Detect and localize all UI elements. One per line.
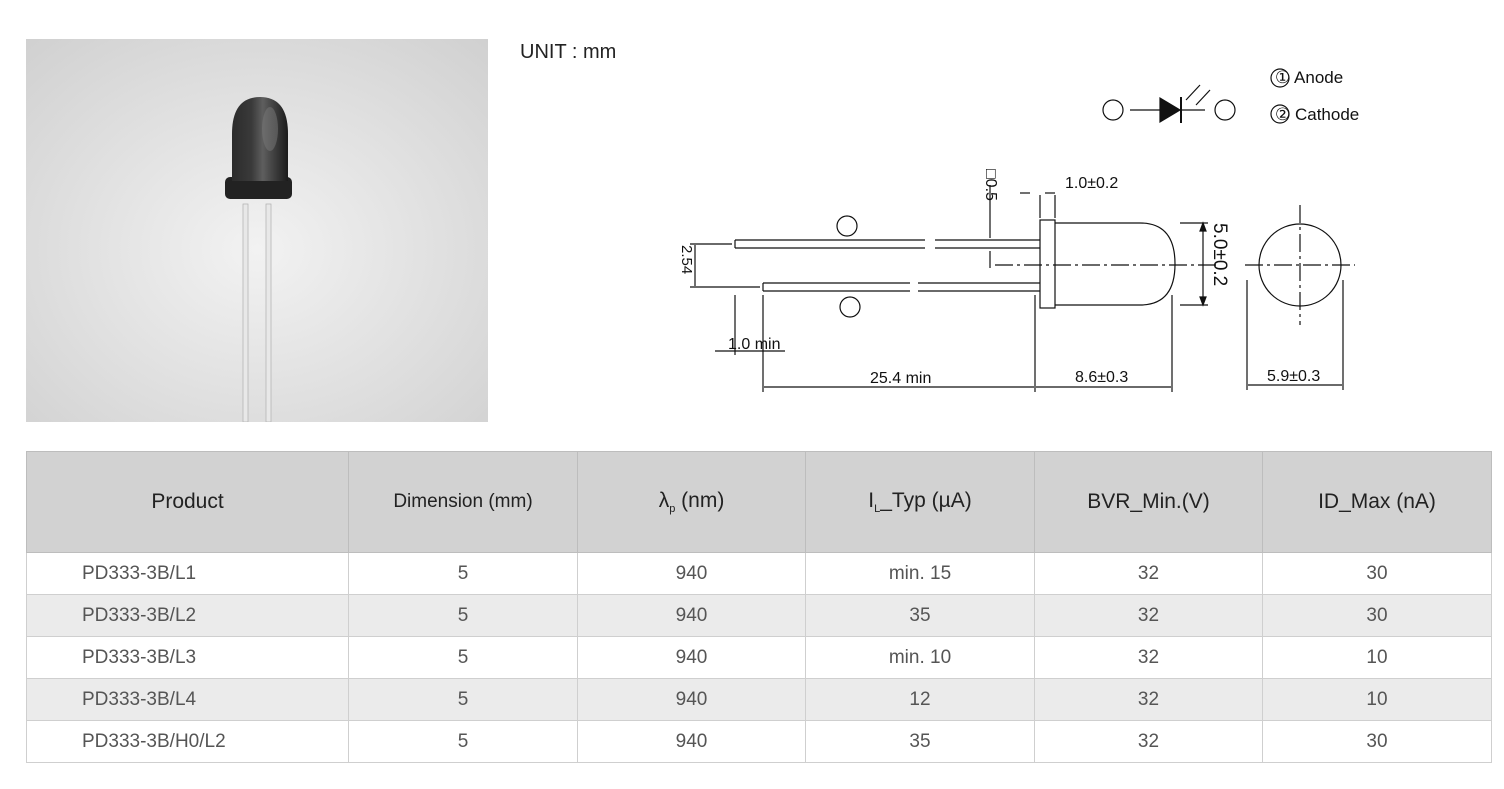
cell-bvr: 32	[1034, 636, 1263, 679]
cathode-label: ② Cathode	[1275, 105, 1359, 124]
header-product: Product	[26, 451, 349, 553]
cell-wavelength: 940	[577, 720, 806, 763]
header-dimension: Dimension (mm)	[348, 451, 578, 553]
dimension-drawing: 1.0±0.2 □0.5 5.0±0.2 2.54 1.0 min 25.4 m…	[678, 68, 1359, 392]
product-photo	[26, 39, 488, 422]
pitch-dimension: 2.54	[678, 245, 695, 274]
cell-dimension: 5	[348, 594, 578, 637]
cell-dimension: 5	[348, 636, 578, 679]
table-header-row: Product Dimension (mm) λp (nm) IL_Typ (µ…	[26, 451, 1492, 553]
cell-product: PD333-3B/L3	[26, 636, 349, 679]
cell-id: 30	[1262, 594, 1492, 637]
cell-product: PD333-3B/L4	[26, 678, 349, 721]
flange-width-dimension: 5.9±0.3	[1267, 368, 1320, 385]
header-wavelength: λp (nm)	[577, 451, 806, 553]
lead-square-dimension: □0.5	[982, 169, 999, 201]
lead-min-dimension: 1.0 min	[728, 336, 780, 353]
unit-label: UNIT : mm	[520, 41, 617, 63]
table-row: PD333-3B/H0/L2 5 940 35 32 30	[26, 720, 1492, 763]
header-id-max: ID_Max (nA)	[1262, 451, 1492, 553]
cell-wavelength: 940	[577, 636, 806, 679]
cell-product: PD333-3B/L1	[26, 552, 349, 595]
cell-wavelength: 940	[577, 678, 806, 721]
cell-id: 10	[1262, 636, 1492, 679]
cell-dimension: 5	[348, 552, 578, 595]
cell-product: PD333-3B/L2	[26, 594, 349, 637]
cell-wavelength: 940	[577, 552, 806, 595]
body-length-dimension: 8.6±0.3	[1075, 369, 1128, 386]
cell-id: 30	[1262, 552, 1492, 595]
cell-il: 12	[805, 678, 1035, 721]
lead-length-dimension: 25.4 min	[870, 370, 931, 387]
cell-id: 30	[1262, 720, 1492, 763]
cell-id: 10	[1262, 678, 1492, 721]
cell-bvr: 32	[1034, 720, 1263, 763]
cell-dimension: 5	[348, 678, 578, 721]
spec-table: Product Dimension (mm) λp (nm) IL_Typ (µ…	[26, 451, 1492, 763]
cell-bvr: 32	[1034, 594, 1263, 637]
header-il-typ: IL_Typ (µA)	[805, 451, 1035, 553]
header-bvr-min: BVR_Min.(V)	[1034, 451, 1263, 553]
table-row: PD333-3B/L4 5 940 12 32 10	[26, 678, 1492, 721]
diameter-dimension: 5.0±0.2	[1209, 223, 1230, 286]
table-row: PD333-3B/L3 5 940 min. 10 32 10	[26, 636, 1492, 679]
cell-il: min. 15	[805, 552, 1035, 595]
cell-il: min. 10	[805, 636, 1035, 679]
anode-label: ① Anode	[1275, 68, 1343, 87]
table-row: PD333-3B/L2 5 940 35 32 30	[26, 594, 1492, 637]
table-row: PD333-3B/L1 5 940 min. 15 32 30	[26, 552, 1492, 595]
cell-bvr: 32	[1034, 678, 1263, 721]
cell-dimension: 5	[348, 720, 578, 763]
cell-wavelength: 940	[577, 594, 806, 637]
cell-il: 35	[805, 720, 1035, 763]
flange-dimension: 1.0±0.2	[1065, 175, 1118, 192]
cell-bvr: 32	[1034, 552, 1263, 595]
cell-product: PD333-3B/H0/L2	[26, 720, 349, 763]
cell-il: 35	[805, 594, 1035, 637]
